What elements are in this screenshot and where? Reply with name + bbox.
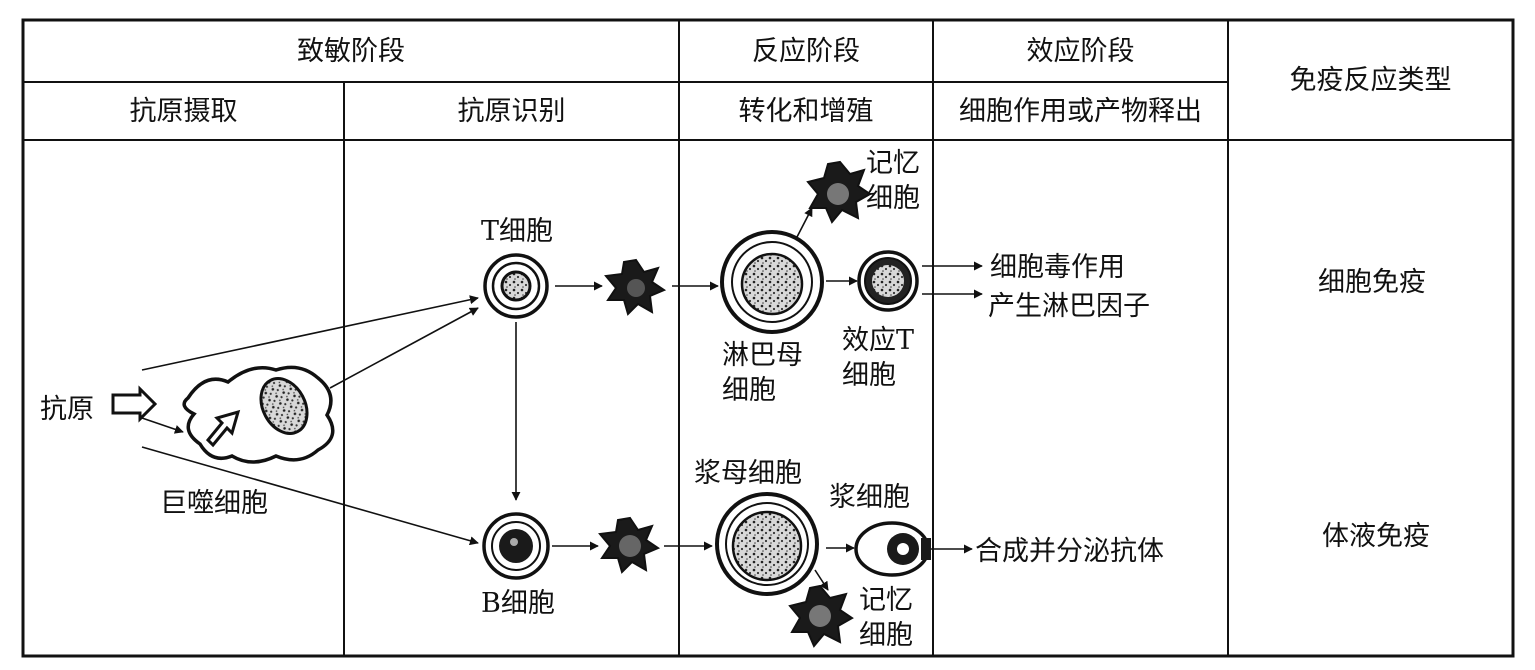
header-reaction-stage: 反应阶段 — [752, 35, 860, 67]
label-memory-cell-bottom-line2: 细胞 — [859, 620, 913, 651]
label-memory-cell-top: 记忆 细胞 — [866, 146, 920, 216]
arrow-antigen-to-macrophage — [141, 417, 184, 434]
table-grid — [21, 18, 1515, 658]
arrow-antigen-to-bcell — [141, 446, 479, 546]
subheader-antigen-recognition: 抗原识别 — [457, 95, 566, 127]
arrow-antigen-to-tcell — [141, 295, 479, 371]
activated-b-cell-icon — [598, 516, 661, 574]
label-cytotoxicity: 细胞毒作用 — [990, 252, 1125, 283]
arrow-plasmablast-to-memory — [814, 569, 829, 591]
t-cell-icon — [483, 253, 549, 319]
label-lymphokine-production: 产生淋巴因子 — [988, 291, 1150, 322]
header-sensitization-stage: 致敏阶段 — [297, 35, 405, 67]
arrow-lymphoblast-to-memory — [796, 207, 813, 238]
lymphoblast-cell-icon — [720, 230, 824, 334]
label-cellular-immunity: 细胞免疫 — [1318, 267, 1426, 298]
label-plasma-cell: 浆细胞 — [829, 482, 910, 513]
plasma-cell-icon — [854, 521, 931, 577]
label-antibody-secretion: 合成并分泌抗体 — [975, 536, 1164, 567]
arrows — [141, 207, 983, 591]
label-t-cell: T细胞 — [481, 216, 554, 247]
label-memory-cell-top-line1: 记忆 — [866, 148, 920, 179]
label-lymphoblast: 淋巴母 细胞 — [722, 338, 803, 408]
label-plasmablast: 浆母细胞 — [694, 458, 802, 489]
label-effector-t-cell-line1: 效应T — [842, 325, 915, 356]
header-effector-stage: 效应阶段 — [1026, 35, 1135, 67]
effector-t-cell-icon — [857, 250, 919, 312]
header-immune-response-type: 免疫反应类型 — [1289, 64, 1452, 96]
arrow-macrophage-to-tcell — [329, 307, 479, 389]
subheader-transformation-proliferation: 转化和增殖 — [738, 95, 874, 127]
label-memory-cell-bottom-line1: 记忆 — [859, 585, 913, 616]
b-cell-icon — [482, 512, 550, 580]
subheader-antigen-uptake: 抗原摄取 — [129, 95, 238, 127]
memory-cell-top-icon — [806, 160, 872, 224]
activated-t-cell-icon — [604, 258, 667, 316]
label-memory-cell-bottom: 记忆 细胞 — [859, 583, 913, 653]
label-humoral-immunity: 体液免疫 — [1322, 521, 1430, 552]
label-effector-t-cell: 效应T 细胞 — [842, 323, 914, 393]
plasmablast-cell-icon — [715, 492, 819, 596]
label-lymphoblast-line2: 细胞 — [722, 375, 776, 406]
macrophage-cell-icon — [182, 365, 335, 464]
subheader-cell-action-product-release: 细胞作用或产物释出 — [959, 95, 1202, 127]
antigen-block-arrow-icon — [111, 385, 158, 423]
label-effector-t-cell-line2: 细胞 — [842, 360, 896, 391]
memory-cell-bottom-icon — [788, 584, 854, 648]
label-macrophage: 巨噬细胞 — [160, 488, 268, 519]
label-antigen: 抗原 — [40, 394, 94, 425]
label-lymphoblast-line1: 淋巴母 — [722, 340, 803, 371]
label-memory-cell-top-line2: 细胞 — [866, 183, 920, 214]
label-b-cell: B细胞 — [481, 588, 555, 619]
